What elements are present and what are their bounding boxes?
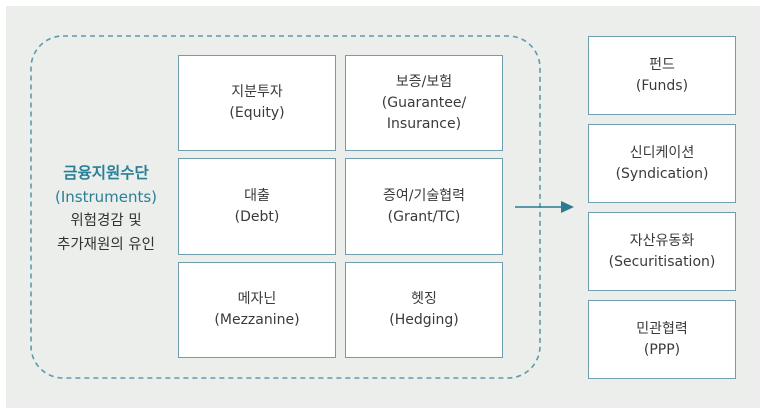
vehicle-box-securitisation: 자산유동화 (Securitisation): [588, 212, 736, 291]
instruments-desc-line2: 추가재원의 유인: [57, 237, 155, 253]
instrument-box-mezzanine: 메자닌 (Mezzanine): [178, 262, 336, 358]
vehicle-en: (PPP): [643, 341, 681, 358]
instrument-ko: 보증/보험: [395, 73, 453, 90]
instruments-desc-line1: 위험경감 및: [70, 213, 142, 229]
instrument-ko: 메자닌: [237, 291, 277, 307]
instrument-ko: 지분투자: [231, 84, 283, 100]
instrument-en: (Mezzanine): [214, 312, 300, 328]
vehicle-en: (Securitisation): [608, 253, 716, 270]
vehicle-ko: 펀드: [649, 56, 675, 73]
vehicle-box-ppp: 민관협력 (PPP): [588, 300, 736, 379]
instruments-title: 금융지원수단: [63, 164, 149, 182]
instrument-box-guarantee: 보증/보험 (Guarantee/ Insurance): [345, 55, 503, 151]
instrument-en: (Grant/TC): [387, 208, 461, 225]
instrument-box-hedging: 헷징 (Hedging): [345, 262, 503, 358]
vehicle-box-syndication: 신디케이션 (Syndication): [588, 124, 736, 203]
instrument-ko: 대출: [244, 187, 270, 204]
instrument-box-grant: 증여/기술협력 (Grant/TC): [345, 158, 503, 255]
vehicle-ko: 신디케이션: [629, 144, 695, 161]
vehicle-en: (Syndication): [615, 165, 709, 182]
instrument-en: (Equity): [229, 105, 285, 121]
instrument-box-debt: 대출 (Debt): [178, 158, 336, 255]
instruments-subtitle: (Instruments): [54, 188, 158, 206]
instruments-label: 금융지원수단 (Instruments) 위험경감 및 추가재원의 유인: [40, 161, 172, 257]
instrument-ko: 헷징: [411, 291, 437, 307]
instrument-ko: 증여/기술협력: [383, 187, 465, 204]
instrument-en: (Hedging): [389, 312, 459, 328]
vehicle-en: (Funds): [635, 77, 689, 94]
vehicle-box-funds: 펀드 (Funds): [588, 36, 736, 115]
instrument-en: (Guarantee/ Insurance): [381, 94, 467, 132]
instrument-box-equity: 지분투자 (Equity): [178, 55, 336, 151]
vehicle-ko: 자산유동화: [629, 232, 695, 249]
instrument-en: (Debt): [234, 208, 280, 225]
vehicle-ko: 민관협력: [636, 320, 688, 337]
